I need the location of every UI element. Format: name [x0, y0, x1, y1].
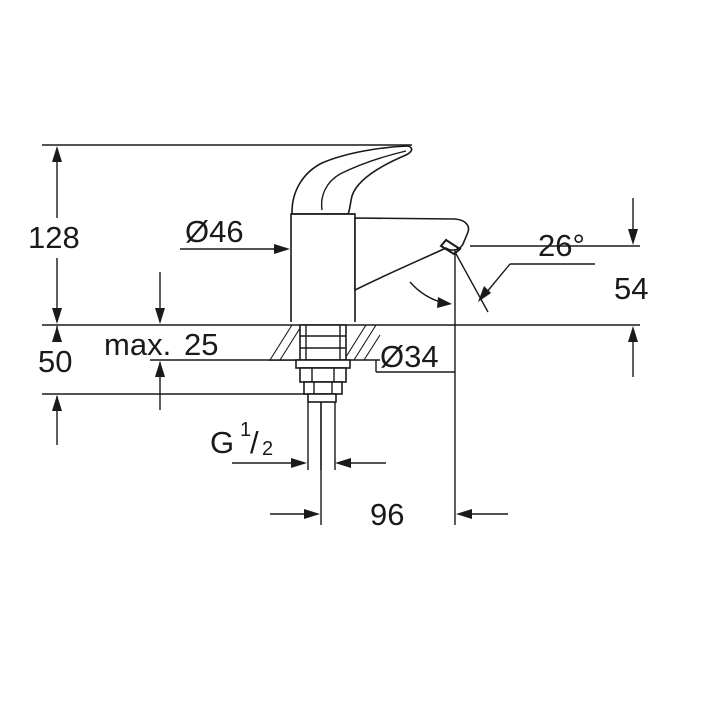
dimension-thread: G 1 / 2: [210, 419, 386, 468]
faucet-spout: [354, 217, 470, 292]
dimension-angle: 26°: [409, 228, 595, 313]
dim-54-label: 54: [614, 271, 648, 306]
deck-hatching: [269, 324, 381, 361]
dimension-50: 50: [38, 326, 72, 445]
dimension-128: 128: [28, 146, 80, 324]
faucet-lever: [291, 145, 413, 215]
dim-96-label: 96: [370, 497, 404, 532]
mounting: [268, 322, 381, 470]
dim-128-label: 128: [28, 220, 80, 255]
dim-angle-label: 26°: [538, 228, 585, 263]
thread-label-num: 1: [240, 419, 251, 441]
dim-max-label: max.: [104, 327, 171, 362]
thread-label-g: G: [210, 425, 234, 460]
faucet-body: [290, 213, 356, 326]
faucet: [290, 145, 470, 326]
dim-max-value: 25: [184, 327, 218, 362]
dimension-d46: Ø46: [180, 214, 404, 254]
dimension-96: 96: [270, 400, 508, 532]
thread-label-den: 2: [262, 438, 273, 460]
thread-label-slash: /: [250, 425, 259, 460]
dim-d46-label: Ø46: [185, 214, 244, 249]
dim-d34-label: Ø34: [380, 339, 439, 374]
dimension-54: 54: [614, 198, 648, 377]
dim-50-label: 50: [38, 344, 72, 379]
dimension-max-25: max. 25: [104, 272, 218, 410]
extension-lines: [42, 144, 640, 525]
